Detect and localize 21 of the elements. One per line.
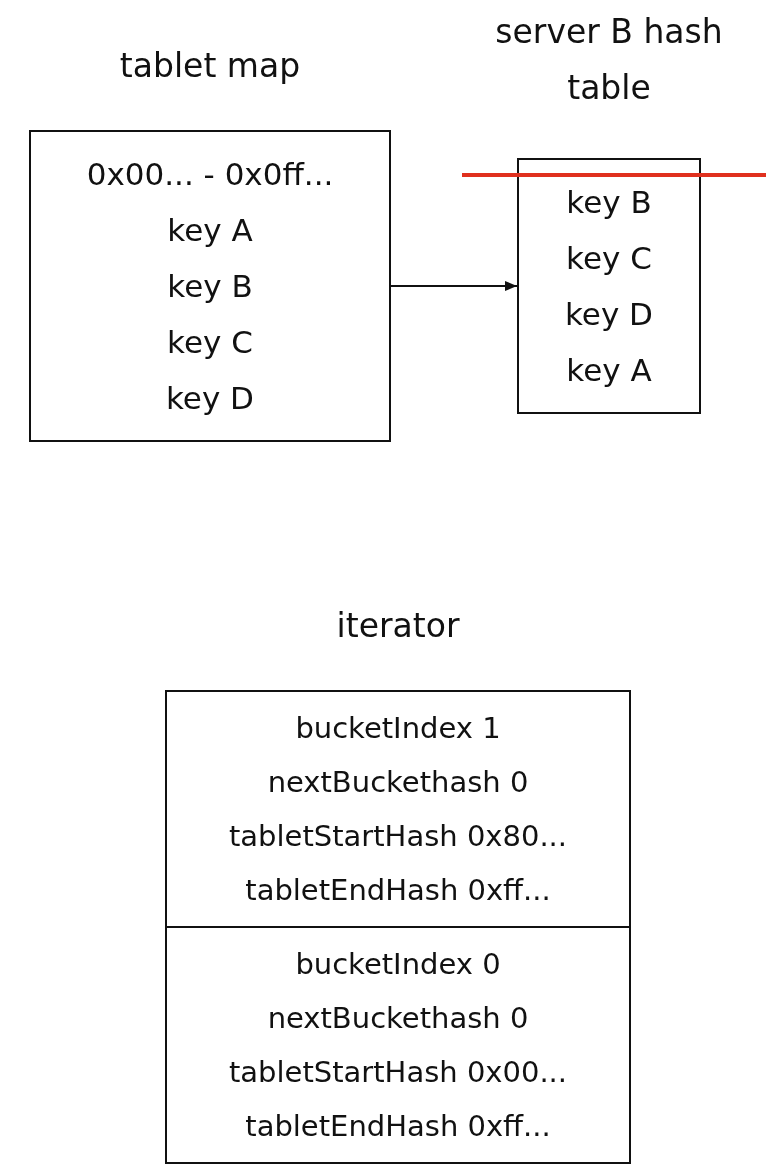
text-line: tabletStartHash 0x00... xyxy=(228,1054,568,1091)
text-line: bucketIndex 0 xyxy=(295,946,501,983)
text-line: tabletEndHash 0xff... xyxy=(245,1108,551,1145)
text-line: key C xyxy=(566,239,652,278)
text-line: 0x00... - 0x0ff... xyxy=(86,155,334,194)
text-line: bucketIndex 1 xyxy=(295,710,501,747)
box-heading: tablet map xyxy=(118,45,302,87)
text-line: nextBuckethash 0 xyxy=(267,1000,529,1037)
text-line: key A xyxy=(167,211,253,250)
text-line: key A xyxy=(566,351,652,390)
box-heading: server B hash table xyxy=(494,11,724,109)
text-line: tabletEndHash 0xff... xyxy=(245,872,551,909)
box-heading: iterator xyxy=(335,605,461,647)
text-line: key D xyxy=(565,295,653,334)
text-line: nextBuckethash 0 xyxy=(267,764,529,801)
arrow xyxy=(390,281,518,291)
text-line: tabletStartHash 0x80... xyxy=(228,818,568,855)
text-line: key B xyxy=(566,183,652,222)
text-line: key C xyxy=(167,323,253,362)
text-line: key B xyxy=(167,267,253,306)
text-line: key D xyxy=(166,379,254,418)
